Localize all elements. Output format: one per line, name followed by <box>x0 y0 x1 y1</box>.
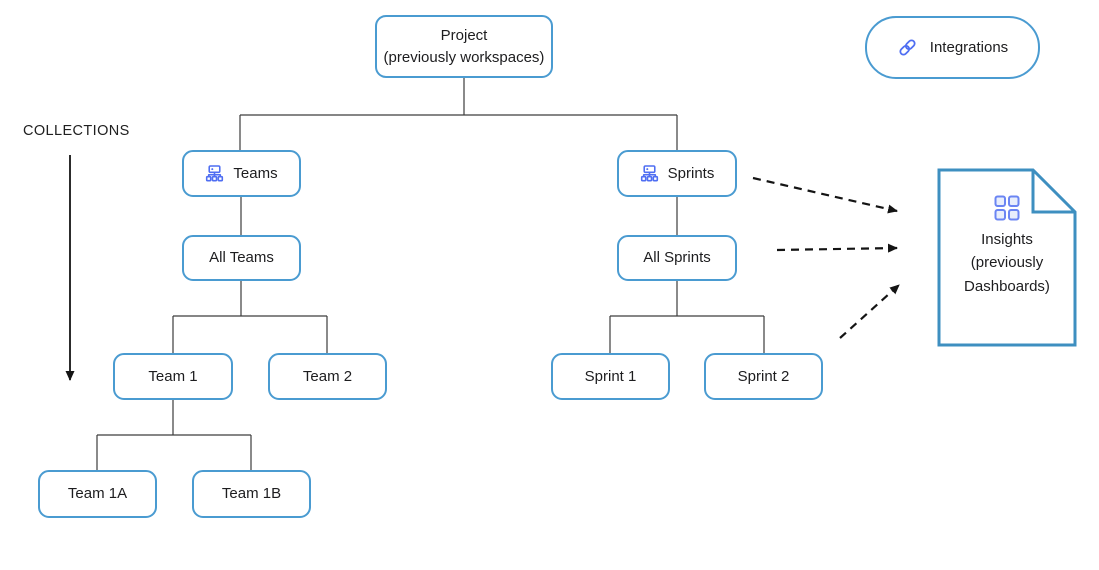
node-team-1b: Team 1B <box>192 470 311 518</box>
link-icon <box>897 37 918 58</box>
grid-icon <box>994 195 1020 221</box>
node-integrations: Integrations <box>865 16 1040 79</box>
team-2-label: Team 2 <box>302 367 353 385</box>
org-chart-icon <box>205 165 224 182</box>
team-1b-label: Team 1B <box>221 485 282 503</box>
node-project: Project (previously workspaces) <box>375 15 553 78</box>
integrations-label: Integrations <box>929 38 1009 56</box>
collections-label: COLLECTIONS <box>23 123 130 139</box>
sprint-1-label: Sprint 1 <box>584 367 637 385</box>
sprints-label: Sprints <box>667 164 715 182</box>
dashed-arrow-allsprints-to-insights <box>776 243 898 253</box>
node-all-teams: All Teams <box>182 235 301 281</box>
insights-subtitle-2: Dashboards) <box>964 277 1050 295</box>
node-sprints: Sprints <box>617 150 737 197</box>
project-title: Project <box>440 26 488 44</box>
node-sprint-1: Sprint 1 <box>551 353 670 400</box>
document-shape <box>937 168 1077 347</box>
node-sprint-2: Sprint 2 <box>704 353 823 400</box>
team-1a-label: Team 1A <box>67 485 128 503</box>
team-1-label: Team 1 <box>148 367 198 385</box>
connector-teams-branch <box>172 197 328 353</box>
dashed-arrow-sprints-to-insights <box>752 176 898 214</box>
node-team-2: Team 2 <box>268 353 387 400</box>
node-insights-document: Insights (previously Dashboards) <box>937 168 1077 347</box>
org-chart-icon <box>640 165 659 182</box>
node-all-sprints: All Sprints <box>617 235 737 281</box>
dashed-arrow-sprintitems-to-insights <box>839 284 900 339</box>
insights-title: Insights <box>981 231 1033 248</box>
node-team-1: Team 1 <box>113 353 233 400</box>
all-sprints-label: All Sprints <box>643 249 711 267</box>
node-team-1a: Team 1A <box>38 470 157 518</box>
sprint-2-label: Sprint 2 <box>737 367 790 385</box>
insights-subtitle-1: (previously <box>970 254 1044 272</box>
connector-sprints-branch <box>609 197 765 353</box>
teams-label: Teams <box>233 164 278 182</box>
node-teams: Teams <box>182 150 301 197</box>
connector-team1-children <box>96 400 252 470</box>
connector-project-split <box>239 78 678 150</box>
project-subtitle: (previously workspaces) <box>383 48 545 66</box>
all-teams-label: All Teams <box>209 249 274 267</box>
